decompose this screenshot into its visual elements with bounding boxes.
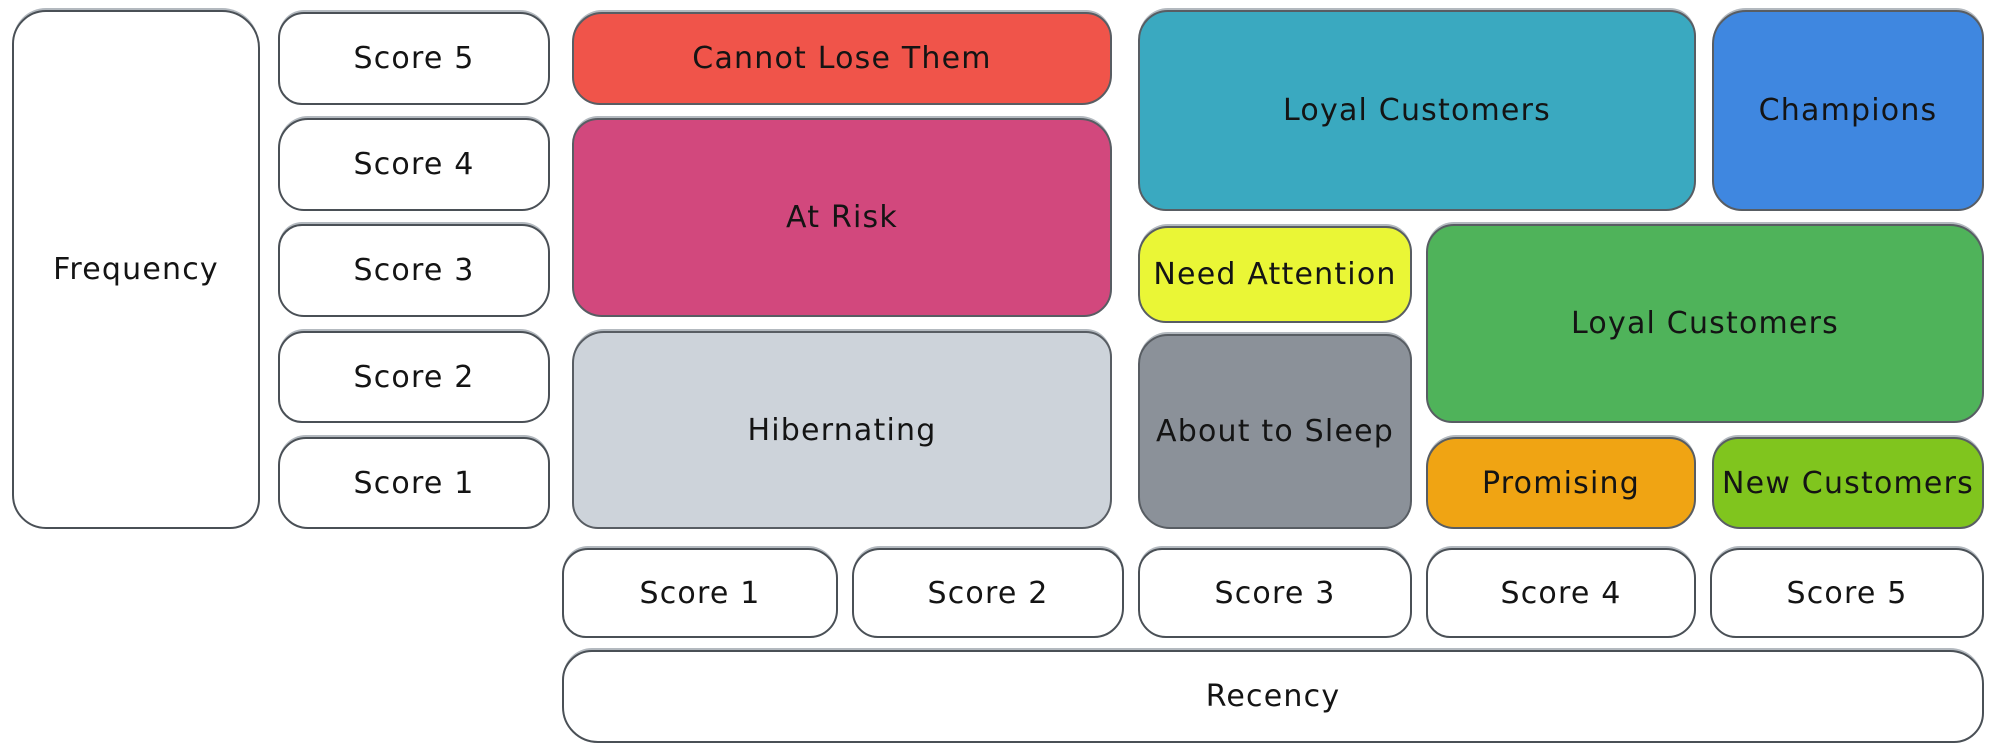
recency-score-3: Score 3	[1138, 548, 1412, 638]
segment-promising: Promising	[1426, 437, 1696, 529]
segment-new-customers: New Customers	[1712, 437, 1984, 529]
segment-loyal-customers-lower: Loyal Customers	[1426, 224, 1984, 423]
segment-about-to-sleep: About to Sleep	[1138, 334, 1412, 529]
frequency-score-1: Score 1	[278, 437, 550, 529]
segment-cannot-lose-them: Cannot Lose Them	[572, 12, 1112, 105]
segment-loyal-customers-upper: Loyal Customers	[1138, 10, 1696, 211]
recency-axis-label: Recency	[562, 650, 1984, 743]
segment-champions: Champions	[1712, 10, 1984, 211]
segment-need-attention: Need Attention	[1138, 226, 1412, 323]
segment-hibernating: Hibernating	[572, 331, 1112, 529]
frequency-score-3: Score 3	[278, 224, 550, 317]
frequency-score-4: Score 4	[278, 118, 550, 211]
recency-score-5: Score 5	[1710, 548, 1984, 638]
recency-score-2: Score 2	[852, 548, 1124, 638]
frequency-score-5: Score 5	[278, 12, 550, 105]
frequency-score-2: Score 2	[278, 331, 550, 423]
recency-score-4: Score 4	[1426, 548, 1696, 638]
segment-at-risk: At Risk	[572, 118, 1112, 317]
recency-score-1: Score 1	[562, 548, 838, 638]
frequency-axis-label: Frequency	[12, 10, 260, 529]
